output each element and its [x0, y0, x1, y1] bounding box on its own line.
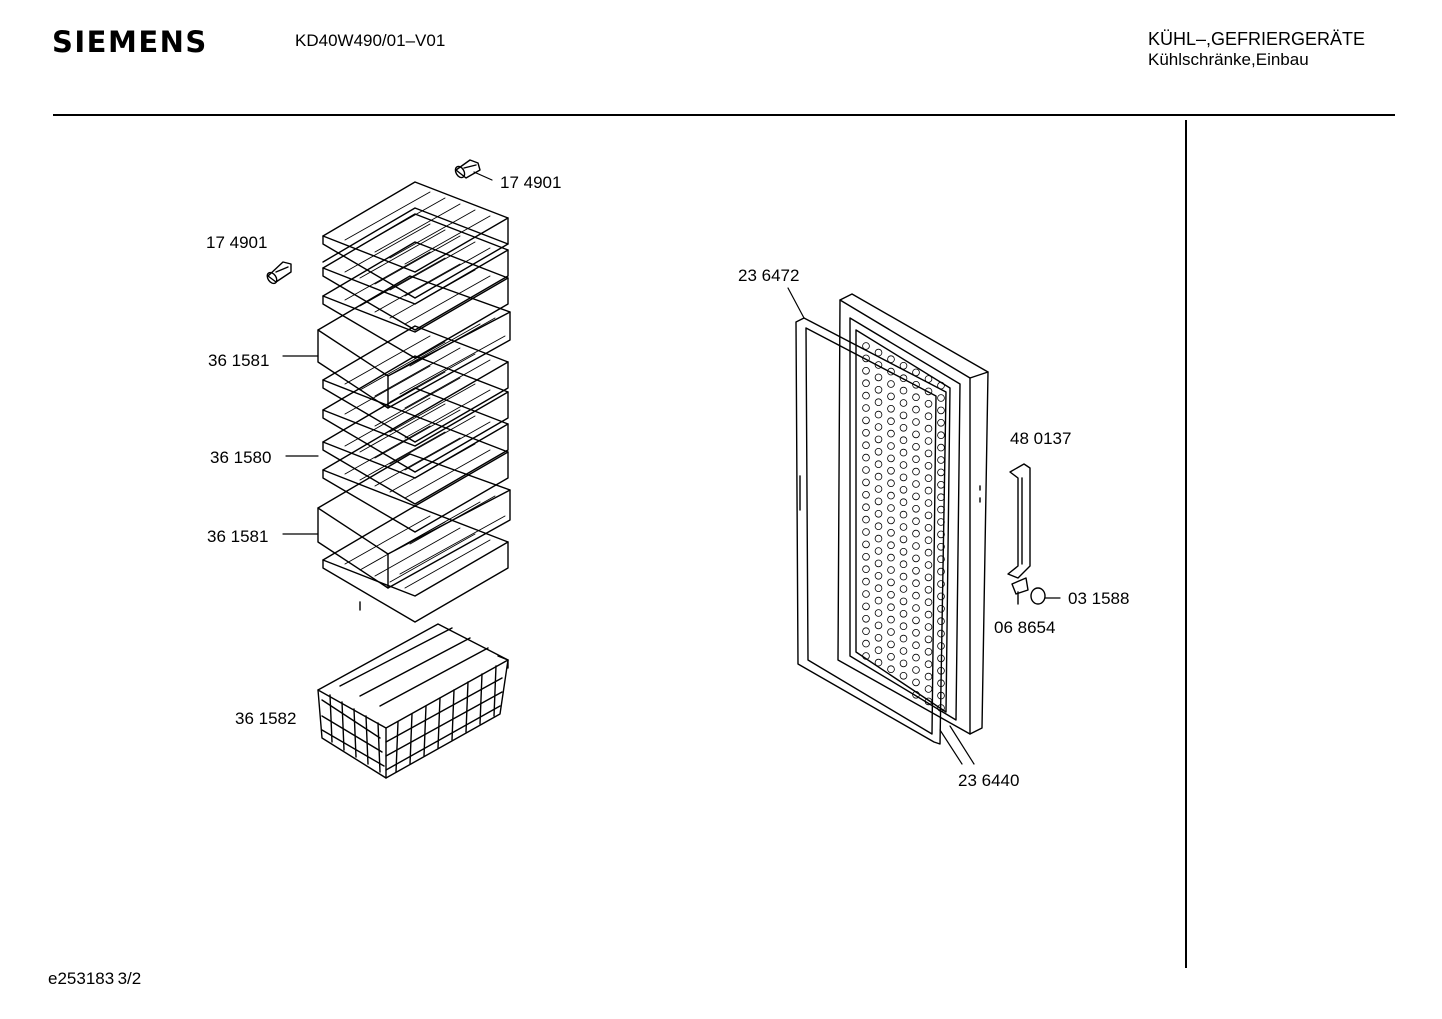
- category-title: KÜHL–,GEFRIERGERÄTE: [1148, 29, 1366, 49]
- door-dimple-pattern: [862, 342, 945, 712]
- header-divider: [53, 114, 1395, 116]
- model-number: KD40W490/01–V01: [295, 31, 446, 50]
- shelf-wire-hatching: [344, 191, 506, 589]
- shelf-pin-top-drawing: [454, 159, 481, 179]
- freezer-basket-drawing: [317, 623, 509, 779]
- part-label-shelf-pin-side: 17 4901: [206, 233, 267, 252]
- part-label-shelf-pin-top: 17 4901: [500, 173, 561, 192]
- part-label-door-panel: 23 6440: [958, 771, 1019, 790]
- door-handle-drawing: [1007, 463, 1031, 579]
- category-subtitle: Kühlschränke,Einbau: [1148, 50, 1309, 69]
- drawing-reference: e253183 3/2: [48, 969, 142, 988]
- part-label-handle-cap: 03 1588: [1068, 589, 1129, 608]
- part-label-shelf-middle: 36 1580: [210, 448, 271, 467]
- handle-screw-drawing: [1011, 577, 1029, 605]
- part-label-door-handle: 48 0137: [1010, 429, 1071, 448]
- part-label-door-gasket: 23 6472: [738, 266, 799, 285]
- leader-lines: [282, 171, 1061, 765]
- brand-logo: SIEMENS: [52, 25, 208, 59]
- part-label-freezer-basket: 36 1582: [235, 709, 296, 728]
- side-divider: [1185, 120, 1187, 968]
- shelf-pin-side-drawing: [266, 261, 292, 285]
- door-panel-drawing: [837, 293, 989, 735]
- part-label-shelf-lower: 36 1581: [207, 527, 268, 546]
- door-gasket-drawing: [795, 317, 947, 745]
- part-label-handle-screw: 06 8654: [994, 618, 1055, 637]
- part-label-shelf-upper: 36 1581: [208, 351, 269, 370]
- shelf-stack-middle-drawing: [317, 387, 511, 623]
- handle-cap-drawing: [1030, 587, 1046, 605]
